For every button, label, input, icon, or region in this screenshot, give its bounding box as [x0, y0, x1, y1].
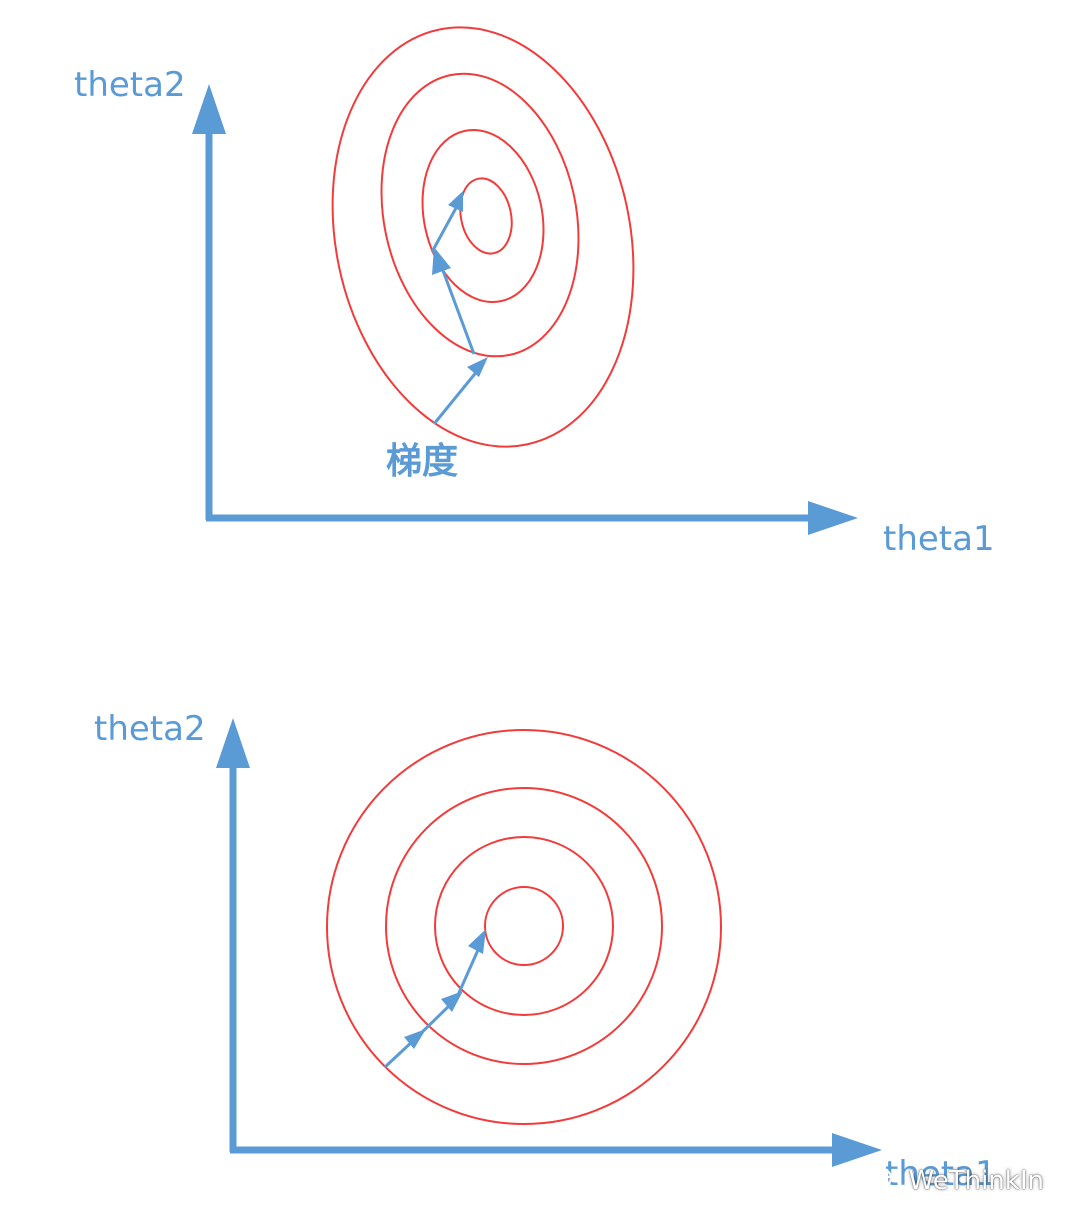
bottom-contours	[326, 729, 722, 1125]
top-plot: theta2 theta1 梯度	[74, 26, 995, 559]
watermark: WeThinkIn	[865, 1166, 1044, 1196]
bottom-gradient-step-3	[456, 949, 480, 996]
watermark-text: WeThinkIn	[908, 1166, 1044, 1196]
bottom-gradient-step-1	[383, 1038, 416, 1069]
top-x-axis-label: theta1	[883, 519, 995, 559]
bottom-plot: theta2 theta1	[94, 709, 997, 1194]
bottom-x-axis-arrowhead	[832, 1133, 882, 1167]
bottom-y-axis-label: theta2	[94, 709, 206, 749]
top-gradient-arrowhead-1	[467, 357, 488, 377]
top-y-axis-label: theta2	[74, 65, 186, 105]
top-gradient-step-2	[440, 267, 476, 355]
top-gradient-step-1	[432, 369, 480, 425]
bottom-gradient-path	[383, 929, 486, 1069]
bottom-contour-inner	[484, 886, 564, 966]
wechat-icon	[865, 1166, 900, 1195]
top-x-axis-arrowhead	[808, 501, 858, 535]
bottom-gradient-arrowhead-3	[468, 929, 486, 954]
bottom-contour-third	[385, 787, 663, 1065]
top-contour-outer	[331, 26, 635, 448]
bottom-gradient-step-2	[412, 1001, 454, 1042]
bottom-gradient-arrowhead-2	[441, 991, 463, 1012]
top-contour-inner	[459, 177, 513, 255]
top-gradient-arrowhead-2	[432, 247, 451, 275]
bottom-y-axis-arrowhead	[216, 718, 250, 768]
top-contour-third	[380, 72, 580, 358]
top-contours	[331, 26, 635, 448]
bottom-axes	[216, 718, 882, 1167]
top-gradient-step-3	[430, 207, 458, 253]
top-gradient-arrowhead-3	[448, 191, 463, 212]
top-gradient-path	[430, 191, 488, 425]
bottom-contour-second	[434, 836, 614, 1016]
bottom-contour-outer	[326, 729, 722, 1125]
top-axes	[192, 84, 858, 535]
top-y-axis-arrowhead	[192, 84, 226, 134]
bottom-x-axis-label: theta1	[885, 1154, 997, 1194]
top-contour-second	[421, 129, 545, 303]
gradient-label: 梯度	[386, 441, 458, 482]
